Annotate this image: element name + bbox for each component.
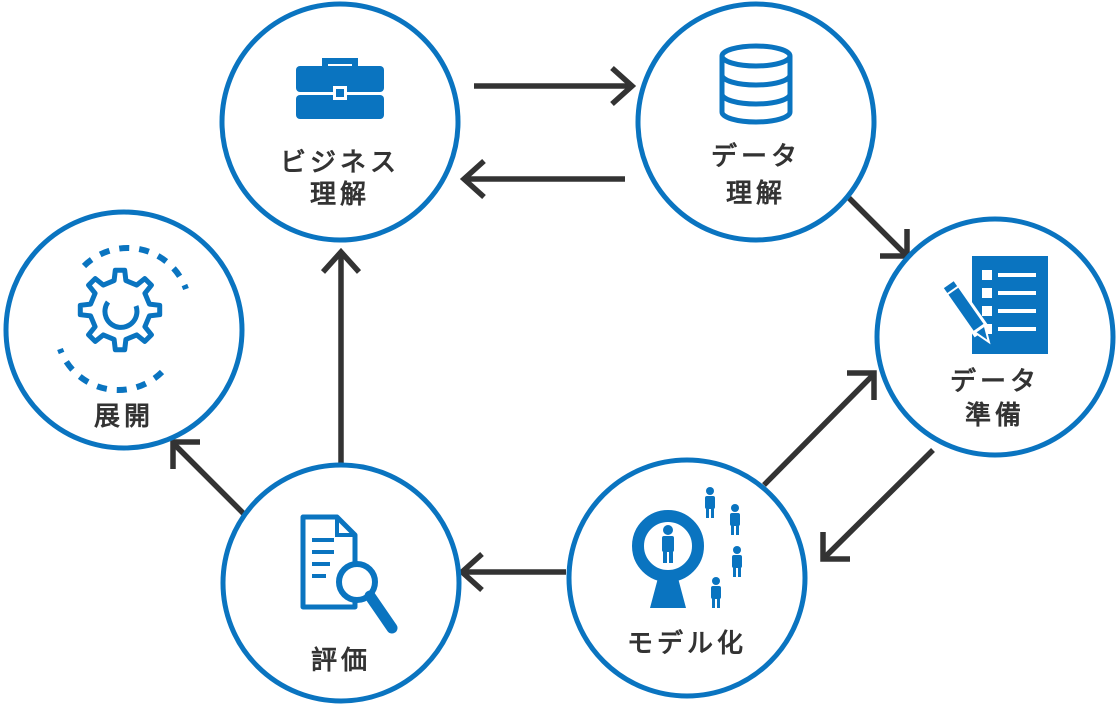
magnifier-people-icon [632,487,742,608]
stage-data-understanding-label-line2: 理解 [726,179,786,209]
people-icons [705,487,742,608]
arrow-preparation-to-modeling [820,448,935,562]
checklist-icon [943,256,1048,354]
stage-deployment: 展開 [3,209,245,451]
stage-data-understanding: データ 理解 [635,1,877,243]
stage-business-label-line2: 理解 [310,180,370,210]
stage-evaluation-label: 評価 [311,645,371,676]
arrow-evaluation-to-deployment [170,439,248,518]
gear-cycle-icon [57,245,189,393]
stage-modeling-label: モデル化 [627,628,747,659]
arrow-modeling-to-evaluation [457,551,566,593]
stage-business-label-line1: ビジネス [280,148,400,178]
stage-data-understanding-label-line1: データ [711,141,801,172]
stage-evaluation: 評価 [220,462,462,704]
briefcase-icon [296,58,384,119]
stage-data-preparation: データ 準備 [874,216,1116,458]
arrow-data-understanding-to-preparation [847,196,910,259]
stage-modeling: モデル化 [566,457,808,699]
stage-data-preparation-label-line1: データ [950,366,1040,397]
arrow-modeling-to-preparation [762,370,877,487]
arrow-business-to-data-understanding [474,65,637,107]
stage-deployment-label: 展開 [94,402,154,432]
arrow-data-understanding-to-business [459,158,625,200]
document-search-icon [300,514,398,634]
stage-data-preparation-label-line2: 準備 [965,400,1025,431]
stage-business-understanding: ビジネス 理解 [219,1,461,243]
arrow-evaluation-to-business [320,247,362,466]
database-icon [719,43,793,125]
